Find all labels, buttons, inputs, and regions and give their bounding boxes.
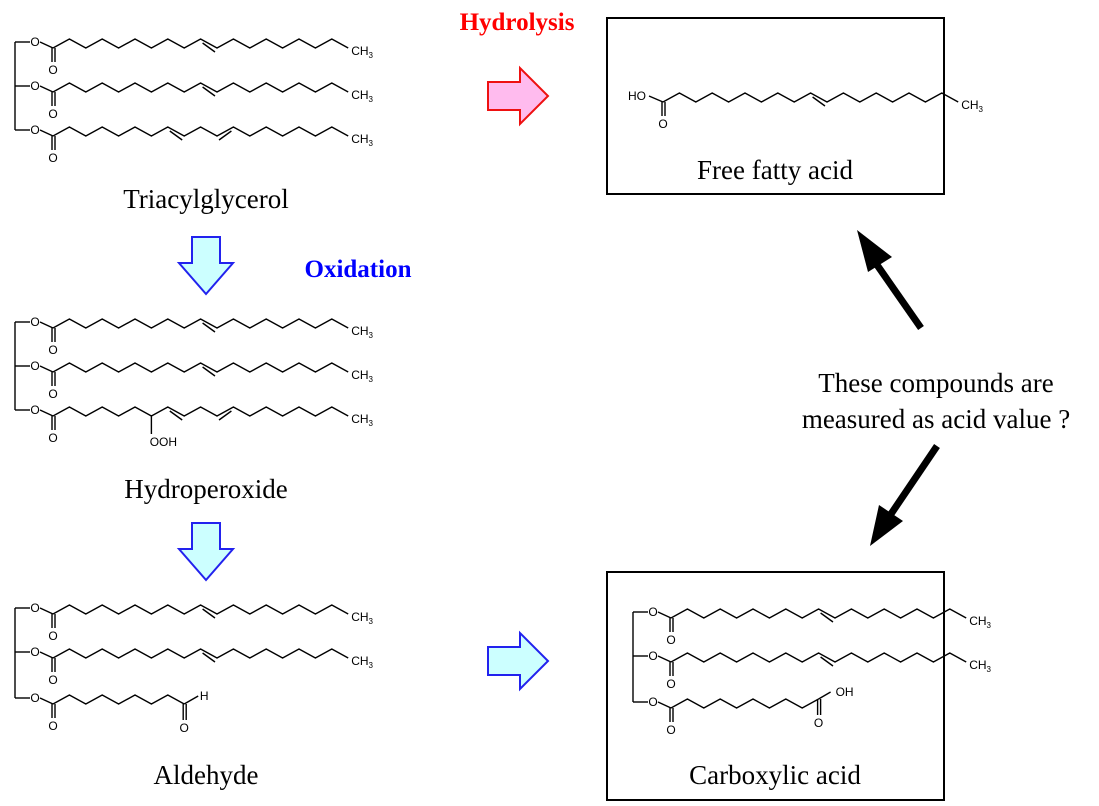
carbonyl-oxygen: O xyxy=(48,629,57,643)
hydroxyl-group: HO xyxy=(628,89,646,103)
methyl-group: CH3 xyxy=(351,368,373,384)
carbonyl-oxygen: O xyxy=(658,117,667,131)
triacylglycerol-label: Triacylglycerol xyxy=(123,184,288,214)
ester-oxygen: O xyxy=(30,601,39,615)
carbonyl-oxygen: O xyxy=(48,431,57,445)
hydroperoxide-label: Hydroperoxide xyxy=(124,474,287,504)
ester-oxygen: O xyxy=(30,403,39,417)
carbonyl-oxygen: O xyxy=(666,633,675,647)
methyl-group: CH3 xyxy=(351,324,373,340)
ester-oxygen: O xyxy=(648,649,657,663)
methyl-group: CH3 xyxy=(351,88,373,104)
free-fatty-acid-box xyxy=(606,17,945,195)
aldehyde-label: Aldehyde xyxy=(154,760,259,790)
hydrolysis-label: Hydrolysis xyxy=(460,9,575,36)
hydroxyl-group: OH xyxy=(836,685,854,699)
carbonyl-oxygen: O xyxy=(48,151,57,165)
methyl-group: CH3 xyxy=(351,610,373,626)
ester-oxygen: O xyxy=(30,123,39,137)
carboxylic-acid-label: Carboxylic acid xyxy=(689,760,861,790)
note-line-2: measured as acid value ? xyxy=(802,404,1070,434)
aldehyde-hydrogen: H xyxy=(200,689,209,703)
ester-oxygen: O xyxy=(648,605,657,619)
arrow-to-free-fatty-acid xyxy=(857,230,924,331)
carbonyl-oxygen: O xyxy=(814,716,823,730)
free-fatty-acid-label: Free fatty acid xyxy=(697,155,853,185)
carbonyl-oxygen: O xyxy=(48,343,57,357)
ester-oxygen: O xyxy=(648,695,657,709)
methyl-group: CH3 xyxy=(351,654,373,670)
carbonyl-oxygen: O xyxy=(48,387,57,401)
methyl-group: CH3 xyxy=(351,132,373,148)
arrow-to-carboxylic-acid xyxy=(870,444,940,546)
methyl-group: CH3 xyxy=(351,412,373,428)
oxidation-label: Oxidation xyxy=(305,256,412,283)
carbonyl-oxygen: O xyxy=(48,107,57,121)
carbonyl-oxygen: O xyxy=(48,63,57,77)
ester-oxygen: O xyxy=(30,359,39,373)
carbonyl-oxygen: O xyxy=(48,673,57,687)
oxidation-arrow-1 xyxy=(176,236,236,296)
ester-oxygen: O xyxy=(30,645,39,659)
hydroperoxy-group: OOH xyxy=(150,435,177,449)
chemical-structures: OOCH3OOCH3OOCH3OOCH3OOCH3OOCH3OOHOOCH3OO… xyxy=(14,35,992,737)
carbonyl-oxygen: O xyxy=(666,677,675,691)
hydrolysis-arrow xyxy=(487,65,550,127)
ester-oxygen: O xyxy=(30,79,39,93)
methyl-group: CH3 xyxy=(961,98,983,114)
carboxylic-acid-box xyxy=(606,571,945,801)
methyl-group: CH3 xyxy=(969,614,991,630)
methyl-group: CH3 xyxy=(969,658,991,674)
note-line-1: These compounds are xyxy=(818,368,1053,398)
ester-oxygen: O xyxy=(30,35,39,49)
ester-oxygen: O xyxy=(30,315,39,329)
free-fatty-acid-structure: HO O CH3 xyxy=(628,89,984,131)
ester-oxygen: O xyxy=(30,691,39,705)
oxidation-arrow-3 xyxy=(487,630,550,692)
aldehyde-oxygen: O xyxy=(180,721,189,735)
carbonyl-oxygen: O xyxy=(666,723,675,737)
methyl-group: CH3 xyxy=(351,44,373,60)
carbonyl-oxygen: O xyxy=(48,719,57,733)
oxidation-arrow-2 xyxy=(176,522,236,582)
